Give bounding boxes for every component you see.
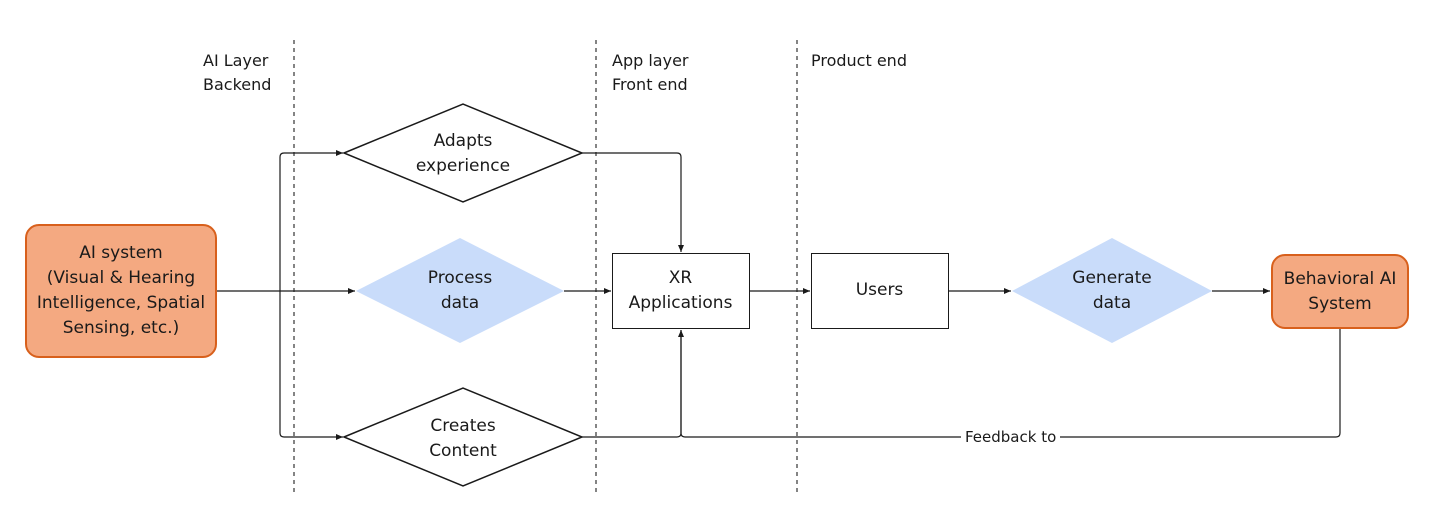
adapts-experience-label: Adapts experience xyxy=(415,131,511,176)
generate-data-label: Generate data xyxy=(1072,268,1152,313)
generate-data-diamond xyxy=(1012,238,1212,343)
lane-label-ai-layer: AI Layer Backend xyxy=(203,51,272,94)
behavioral-ai-box: Behavioral AI System xyxy=(1271,254,1409,329)
feedback-label: Feedback to xyxy=(961,427,1061,447)
xr-applications-box: XR Applications xyxy=(612,253,750,329)
users-box: Users xyxy=(811,253,949,329)
behavioral-ai-label: Behavioral AI System xyxy=(1283,268,1397,314)
edge-creates-to-xr xyxy=(582,330,684,438)
ai-system-box: AI system (Visual & Hearing Intelligence… xyxy=(25,224,217,358)
lane-label-app-layer: App layer Front end xyxy=(612,51,689,94)
users-label: Users xyxy=(855,280,904,300)
ai-system-label: AI system (Visual & Hearing Intelligence… xyxy=(36,243,206,338)
creates-content-label: Creates Content xyxy=(429,416,497,461)
process-data-label: Process data xyxy=(427,268,493,313)
edge-ai-to-creates xyxy=(279,291,343,440)
xr-applications-label: XR Applications xyxy=(628,267,733,313)
edge-adapts-to-xr xyxy=(582,152,684,252)
process-data-diamond xyxy=(356,238,564,343)
lane-label-product-end: Product end xyxy=(811,51,907,70)
edge-ai-to-adapts xyxy=(279,150,343,291)
edge-feedback xyxy=(680,329,1341,438)
